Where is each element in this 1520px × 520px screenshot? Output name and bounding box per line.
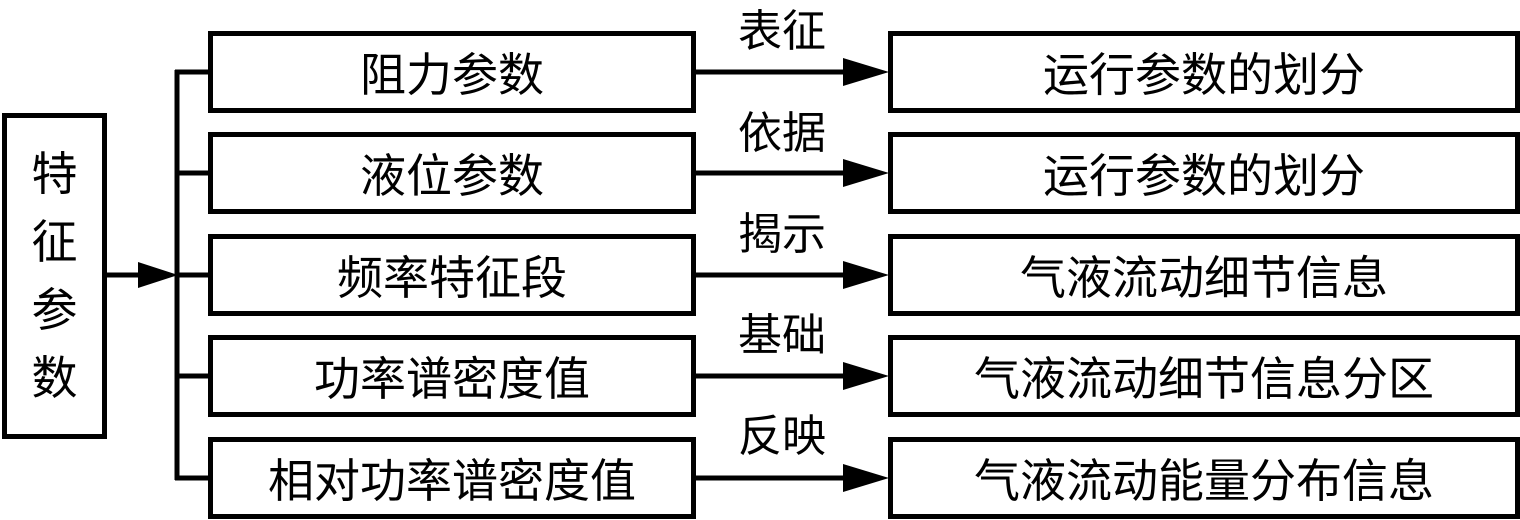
relation-label-reveal: 揭示 [738, 209, 826, 260]
target-node-gas-liquid-flow-energy-distribution: 气液流动能量分布信息 [888, 437, 1520, 519]
root-node-feature-parameters: 特 征 参 数 [2, 113, 107, 439]
root-char: 征 [31, 215, 78, 269]
source-node-relative-power-spectral-density: 相对功率谱密度值 [208, 437, 696, 519]
target-node-operating-parameter-division-2: 运行参数的划分 [888, 132, 1520, 214]
arrowhead-icon [843, 464, 889, 492]
arrowhead-icon [843, 261, 889, 289]
root-arrowhead-icon [138, 262, 178, 288]
source-node-frequency-feature-band: 频率特征段 [208, 234, 696, 316]
source-node-liquid-level-parameters: 液位参数 [208, 132, 696, 214]
relation-label-foundation: 基础 [738, 310, 826, 361]
relation-label-reflect: 反映 [738, 411, 826, 462]
root-char: 数 [31, 351, 78, 405]
root-char: 特 [31, 147, 78, 201]
target-node-gas-liquid-flow-detail: 气液流动细节信息 [888, 234, 1520, 316]
relation-label-characterize: 表征 [738, 6, 826, 57]
arrowhead-icon [843, 159, 889, 187]
source-node-resistance-parameters: 阻力参数 [208, 31, 696, 113]
target-node-operating-parameter-division-1: 运行参数的划分 [888, 31, 1520, 113]
relation-label-basis: 依据 [738, 108, 826, 159]
root-char: 参 [31, 283, 78, 337]
target-node-gas-liquid-flow-detail-zoning: 气液流动细节信息分区 [888, 335, 1520, 417]
arrowhead-icon [843, 58, 889, 86]
source-node-power-spectral-density: 功率谱密度值 [208, 335, 696, 417]
arrowhead-icon [843, 362, 889, 390]
